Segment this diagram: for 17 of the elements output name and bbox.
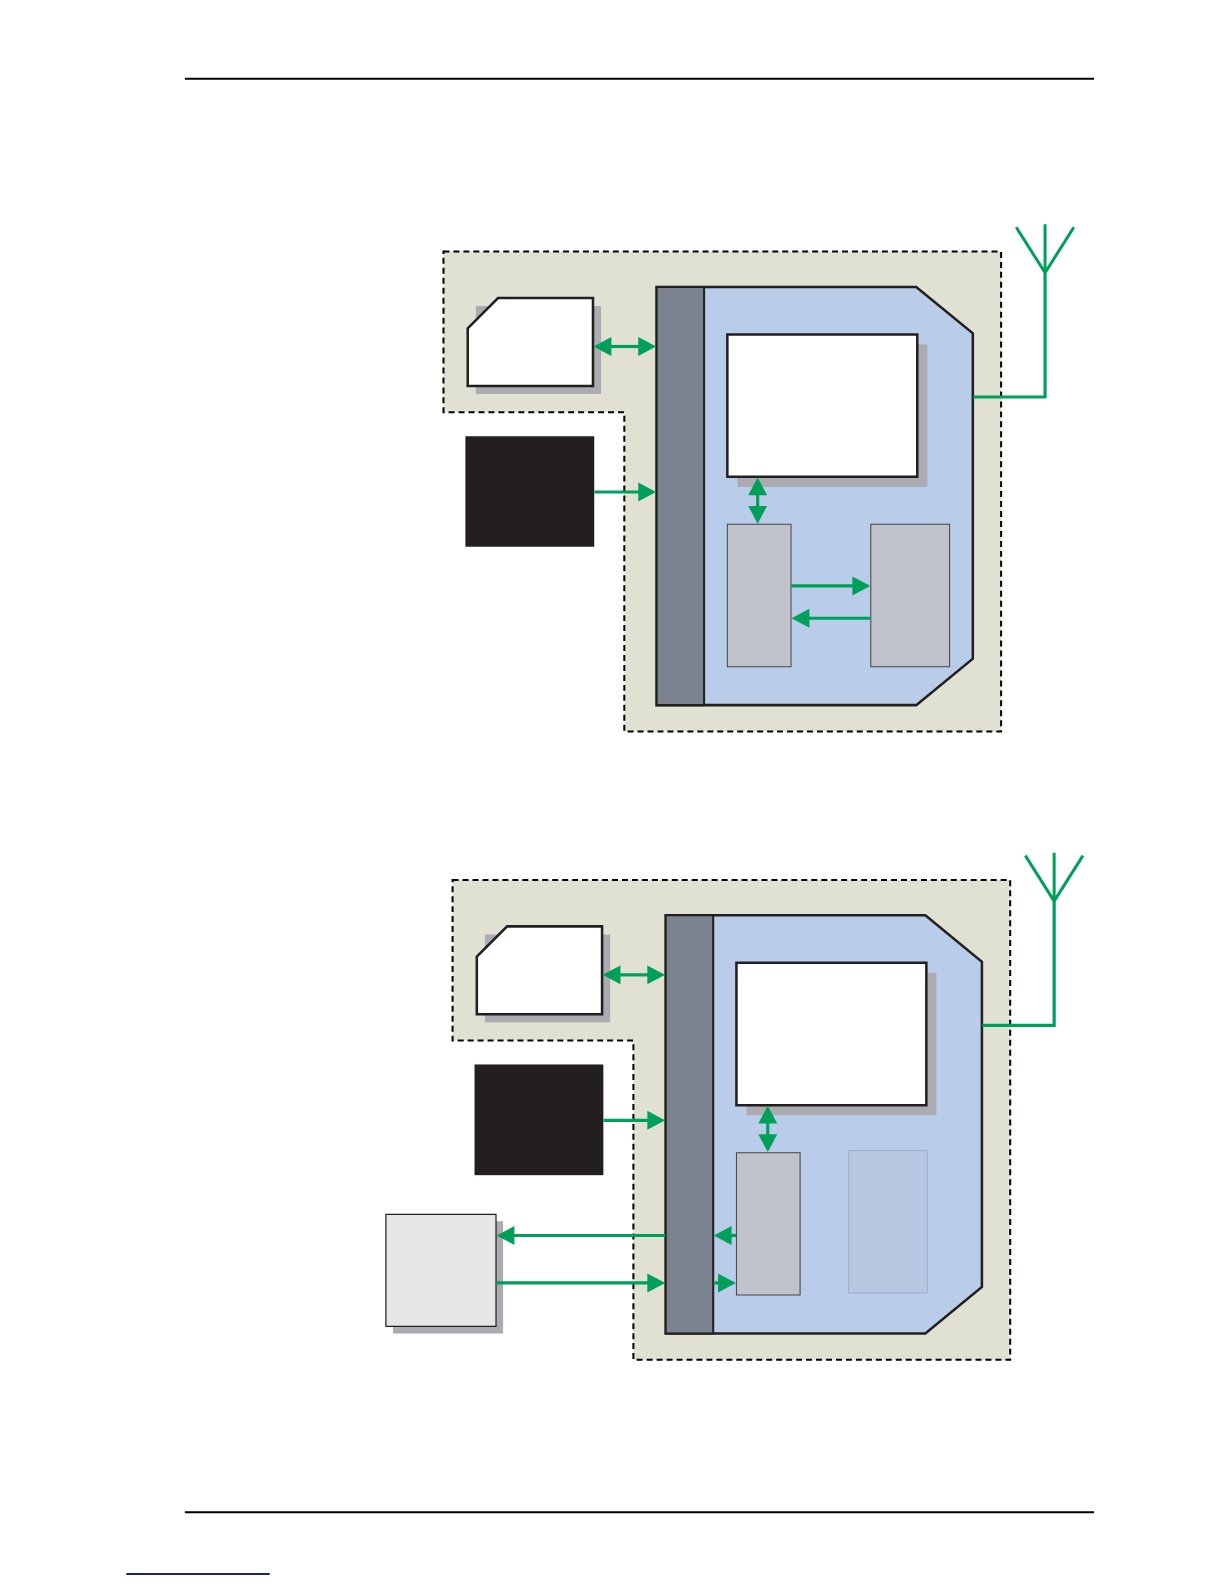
card-shape <box>475 925 610 1023</box>
antenna-symbol <box>1023 851 1085 904</box>
side-bar <box>664 914 715 1335</box>
block-box <box>474 1064 604 1176</box>
connector-line <box>982 901 1056 1027</box>
block-box <box>870 523 950 668</box>
card-shape <box>466 296 601 394</box>
side-bar <box>655 285 705 707</box>
block-box <box>848 1150 928 1294</box>
antenna-symbol <box>1014 222 1076 276</box>
block-box <box>725 333 928 487</box>
block-box <box>465 436 595 547</box>
block-box <box>735 961 937 1116</box>
block-box <box>735 1152 801 1296</box>
block-box <box>385 1213 503 1334</box>
block-box <box>726 523 792 668</box>
connector-line <box>973 273 1047 399</box>
